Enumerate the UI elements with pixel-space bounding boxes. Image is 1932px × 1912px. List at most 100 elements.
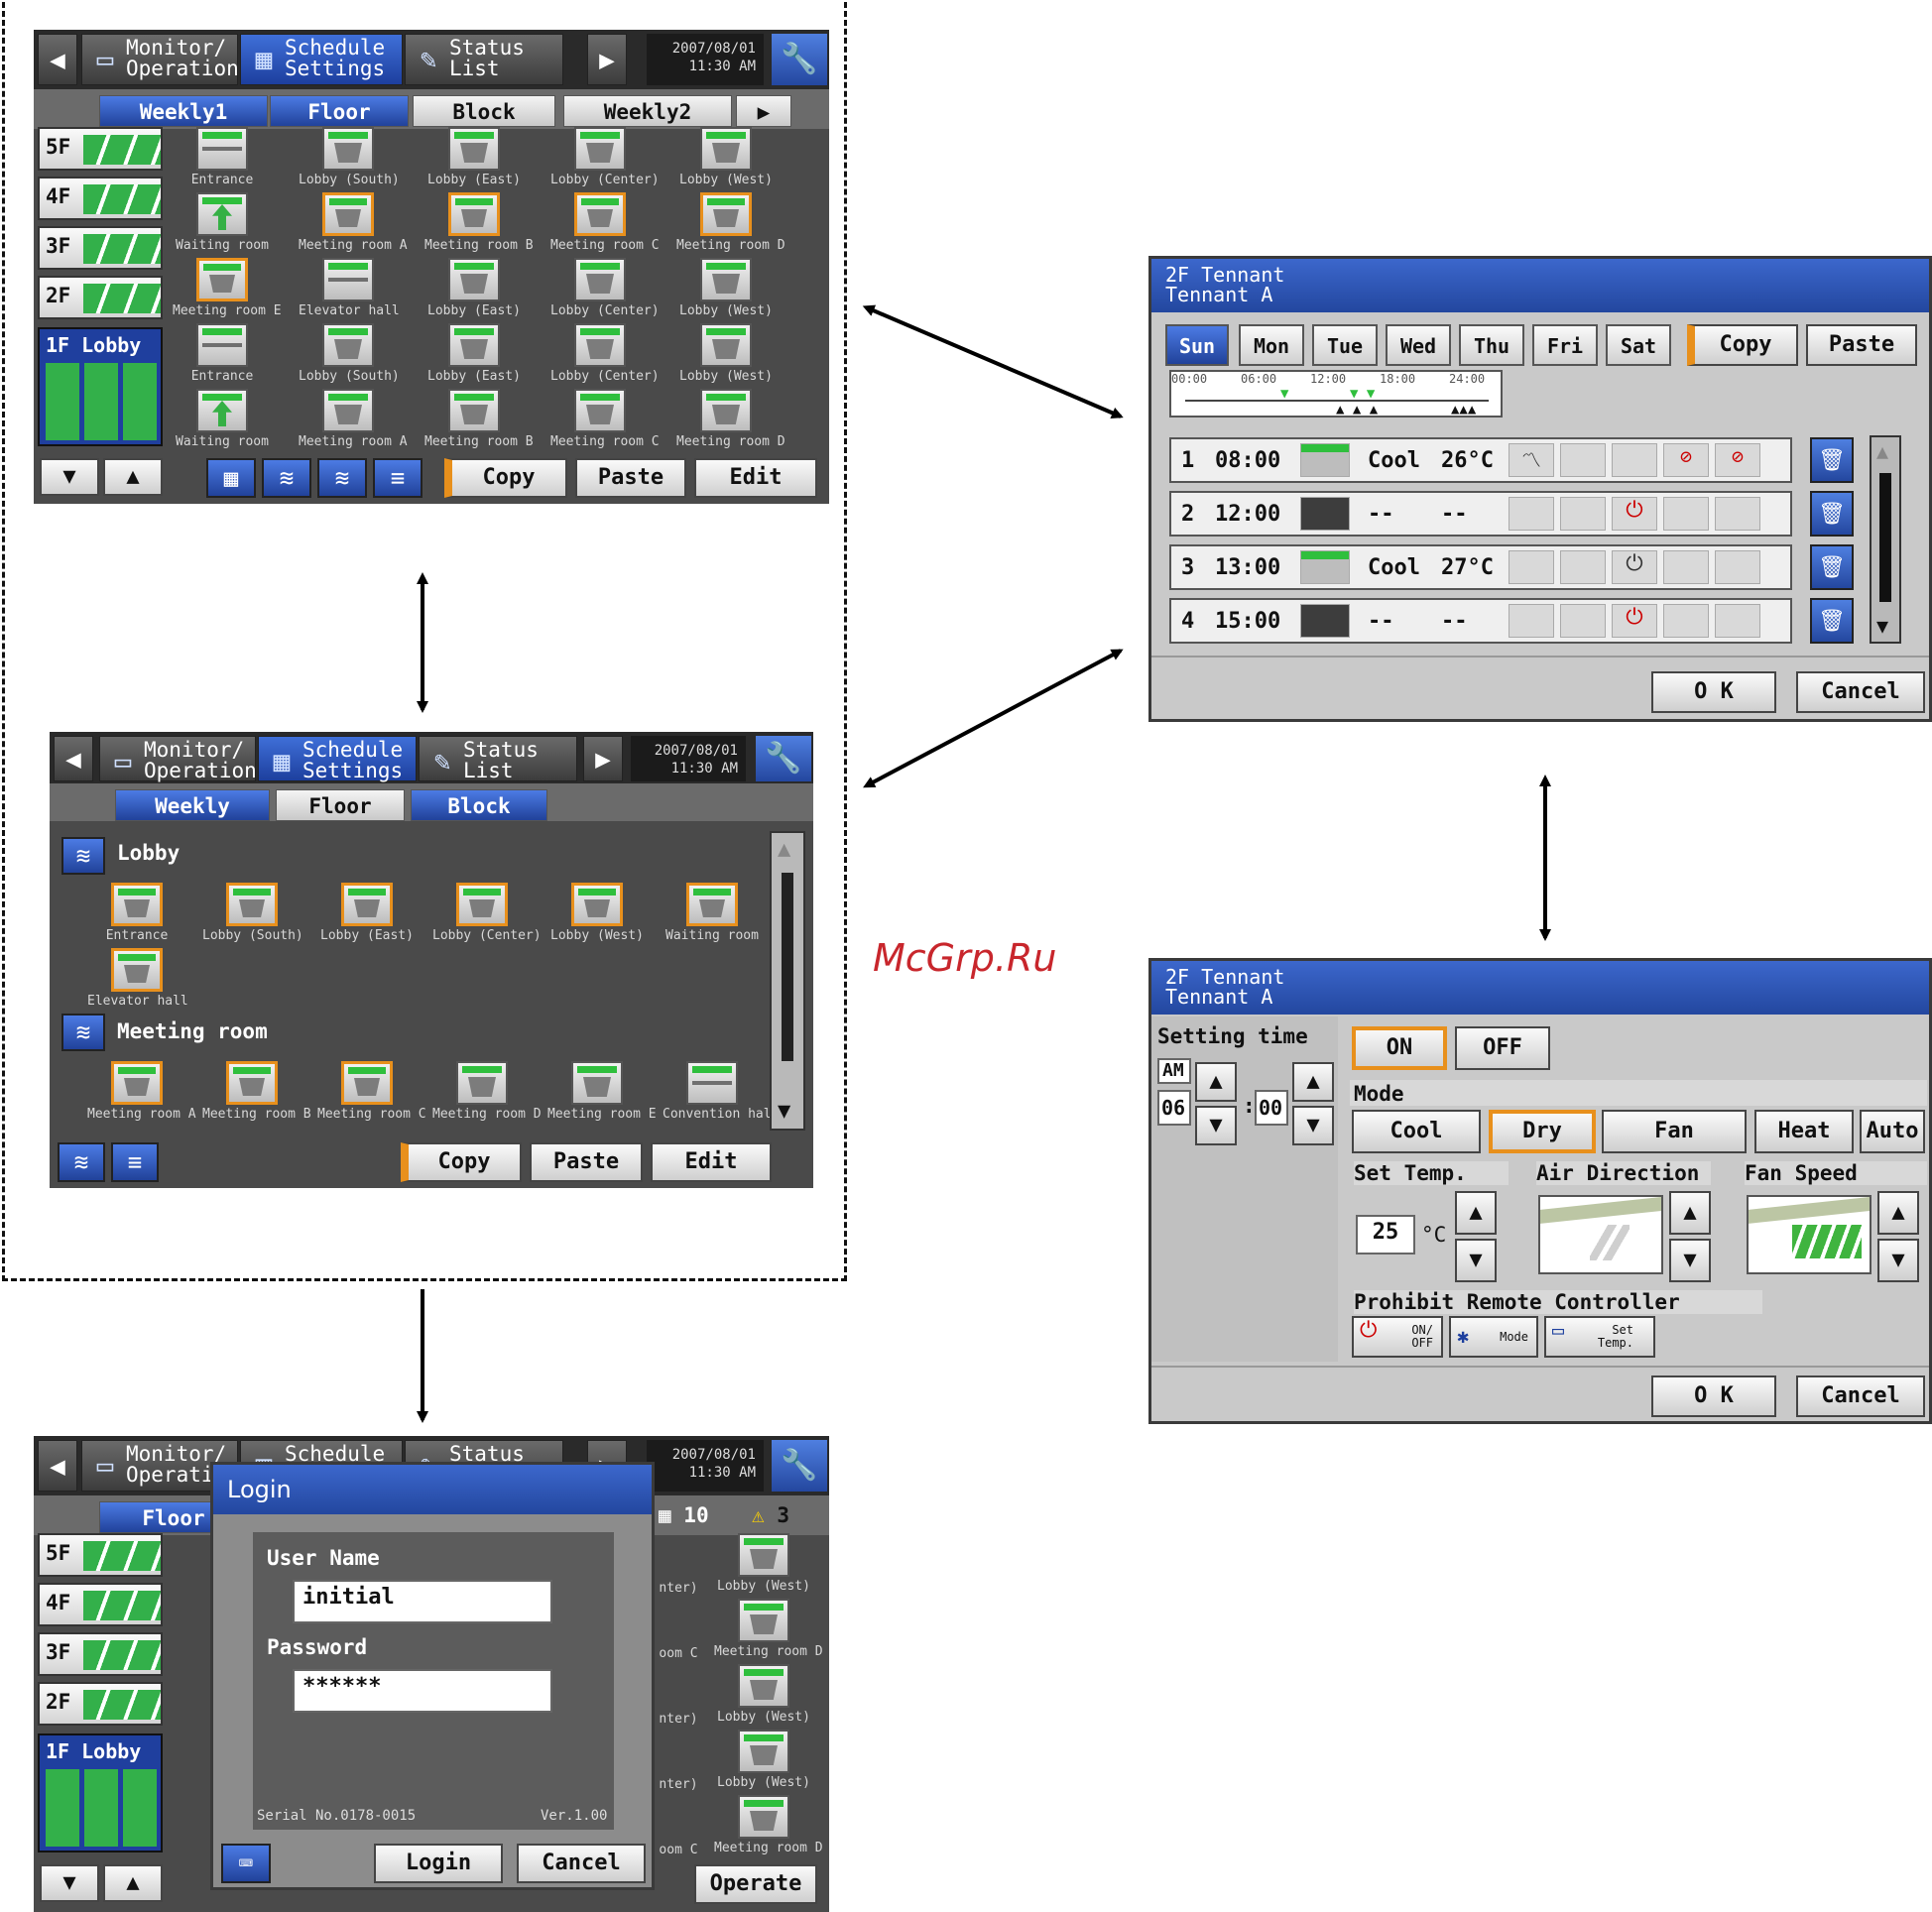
unit-tile[interactable]: Entrance [87, 883, 186, 943]
scroll-up-button[interactable]: ▲ [103, 458, 163, 496]
temp-down-button[interactable]: ▼ [1455, 1239, 1497, 1282]
schedule-settings-button[interactable]: ▦Schedule Settings [240, 34, 403, 85]
unit-tile[interactable]: Lobby (East) [424, 323, 524, 384]
prohibit-mode-button[interactable]: ✱Mode [1449, 1316, 1538, 1358]
status-list-button[interactable]: ✎Status List [419, 736, 577, 781]
delete-row-button[interactable]: 🗑 [1810, 598, 1854, 644]
unit-tile[interactable]: Lobby (South) [299, 127, 400, 187]
unit-tile[interactable]: Meeting room E [173, 258, 282, 318]
monitor-operation-button[interactable]: ▭Monitor/ Operation [99, 736, 257, 781]
tab-weekly[interactable]: Weekly [115, 789, 270, 821]
unit-tile[interactable]: Lobby (Center) [432, 883, 542, 943]
login-button[interactable]: Login [374, 1844, 503, 1883]
unit-tile[interactable]: Meeting room E [547, 1061, 657, 1122]
block-view-button[interactable]: ≡ [373, 458, 423, 498]
ok-button[interactable]: O K [1651, 671, 1776, 713]
tab-day-tue[interactable]: Tue [1312, 324, 1378, 366]
minute-down-button[interactable]: ▼ [1292, 1106, 1334, 1145]
unit-tile[interactable]: Waiting room [173, 192, 272, 253]
unit-tile[interactable]: Lobby (South) [202, 883, 303, 943]
unit-tile-partial[interactable]: nter) [629, 1664, 728, 1727]
unit-tile[interactable]: Meeting room D [676, 389, 785, 449]
next-arrow-button[interactable]: ▶ [587, 34, 627, 85]
monitor-operation-button[interactable]: ▭Monitor/ Operation [81, 34, 239, 85]
unit-tile[interactable]: Meeting room C [317, 1061, 426, 1122]
group-view-button[interactable]: ≋ [262, 458, 311, 498]
prohibit-onoff-button[interactable]: ⏻ON/ OFF [1352, 1316, 1443, 1358]
unit-tile[interactable]: Meeting room B [424, 389, 534, 449]
prohibit-settemp-button[interactable]: ▭Set Temp. [1544, 1316, 1655, 1358]
group-view-button[interactable]: ≋ [58, 1142, 105, 1182]
mode-heat-button[interactable]: Heat [1754, 1110, 1854, 1153]
floor-view-button[interactable]: ≋ [317, 458, 367, 498]
unit-tile-partial[interactable]: nter) [629, 1533, 728, 1596]
delete-row-button[interactable]: 🗑 [1810, 491, 1854, 537]
tab-day-fri[interactable]: Fri [1532, 324, 1598, 366]
delete-row-button[interactable]: 🗑 [1810, 544, 1854, 590]
floor-4f[interactable]: 4F [38, 177, 163, 220]
unit-tile[interactable]: Convention hall [663, 1061, 779, 1122]
unit-tile[interactable]: Entrance [173, 127, 272, 187]
floor-2f[interactable]: 2F [38, 1682, 163, 1726]
copy-button[interactable]: Copy [444, 458, 567, 498]
block-view-button[interactable]: ≡ [111, 1142, 159, 1182]
tab-day-thu[interactable]: Thu [1459, 324, 1524, 366]
calendar-view-button[interactable]: ▦ [206, 458, 256, 498]
tab-day-sat[interactable]: Sat [1606, 324, 1671, 366]
floor-3f[interactable]: 3F [38, 226, 163, 270]
off-button[interactable]: OFF [1455, 1026, 1550, 1070]
paste-button[interactable]: Paste [575, 458, 686, 498]
tab-weekly2[interactable]: Weekly2 [563, 95, 732, 127]
unit-tile[interactable]: Meeting room A [299, 192, 408, 253]
unit-tile[interactable]: Meeting room D [714, 1795, 823, 1855]
prev-arrow-button[interactable]: ◀ [54, 736, 93, 781]
air-direction-down-button[interactable]: ▼ [1669, 1239, 1711, 1282]
unit-tile[interactable]: Lobby (East) [317, 883, 417, 943]
unit-tile[interactable]: Meeting room B [202, 1061, 311, 1122]
keyboard-button[interactable]: ⌨ [221, 1844, 271, 1883]
floor-1f-lobby[interactable]: 1F Lobby [38, 327, 163, 446]
unit-tile[interactable]: Meeting room D [432, 1061, 542, 1122]
wrench-button[interactable]: 🔧 [772, 1440, 827, 1492]
tab-day-mon[interactable]: Mon [1239, 324, 1304, 366]
tab-floor[interactable]: Floor [276, 789, 405, 821]
tab-next-arrow[interactable]: ▶ [736, 95, 791, 127]
cancel-button[interactable]: Cancel [1796, 1375, 1925, 1417]
unit-tile[interactable]: Meeting room A [87, 1061, 196, 1122]
unit-tile[interactable]: Lobby (West) [676, 127, 776, 187]
scroll-up-button[interactable]: ▲ [103, 1864, 163, 1902]
delete-row-button[interactable]: 🗑 [1810, 437, 1854, 483]
prev-arrow-button[interactable]: ◀ [38, 1440, 77, 1492]
unit-tile[interactable]: Meeting room A [299, 389, 408, 449]
user-name-input[interactable]: initial [293, 1580, 552, 1623]
unit-tile[interactable]: Waiting room [663, 883, 762, 943]
schedule-settings-button[interactable]: ▦Schedule Settings [258, 736, 417, 781]
unit-tile[interactable]: Lobby (West) [676, 323, 776, 384]
floor-4f[interactable]: 4F [38, 1583, 163, 1626]
floor-2f[interactable]: 2F [38, 276, 163, 319]
unit-tile[interactable]: Lobby (Center) [550, 127, 660, 187]
unit-tile[interactable]: Lobby (Center) [550, 258, 660, 318]
unit-tile[interactable]: Lobby (West) [547, 883, 647, 943]
fan-speed-down-button[interactable]: ▼ [1877, 1239, 1919, 1282]
unit-tile[interactable]: Meeting room D [714, 1599, 823, 1659]
password-input[interactable]: ****** [293, 1669, 552, 1713]
temp-up-button[interactable]: ▲ [1455, 1191, 1497, 1235]
unit-tile[interactable]: Lobby (East) [424, 127, 524, 187]
minute-up-button[interactable]: ▲ [1292, 1062, 1334, 1102]
air-direction-up-button[interactable]: ▲ [1669, 1191, 1711, 1235]
paste-button[interactable]: Paste [1806, 324, 1917, 366]
copy-button[interactable]: Copy [401, 1142, 522, 1182]
paste-button[interactable]: Paste [530, 1142, 643, 1182]
cancel-button[interactable]: Cancel [1796, 671, 1925, 713]
tab-block[interactable]: Block [411, 789, 547, 821]
unit-tile[interactable]: Lobby (Center) [550, 323, 660, 384]
unit-tile[interactable]: Elevator hall [299, 258, 400, 318]
mode-cool-button[interactable]: Cool [1352, 1110, 1481, 1153]
cancel-button[interactable]: Cancel [517, 1844, 646, 1883]
copy-button[interactable]: Copy [1687, 324, 1798, 366]
unit-tile-partial[interactable]: oom C [629, 1795, 728, 1857]
status-list-button[interactable]: ✎Status List [405, 34, 563, 85]
